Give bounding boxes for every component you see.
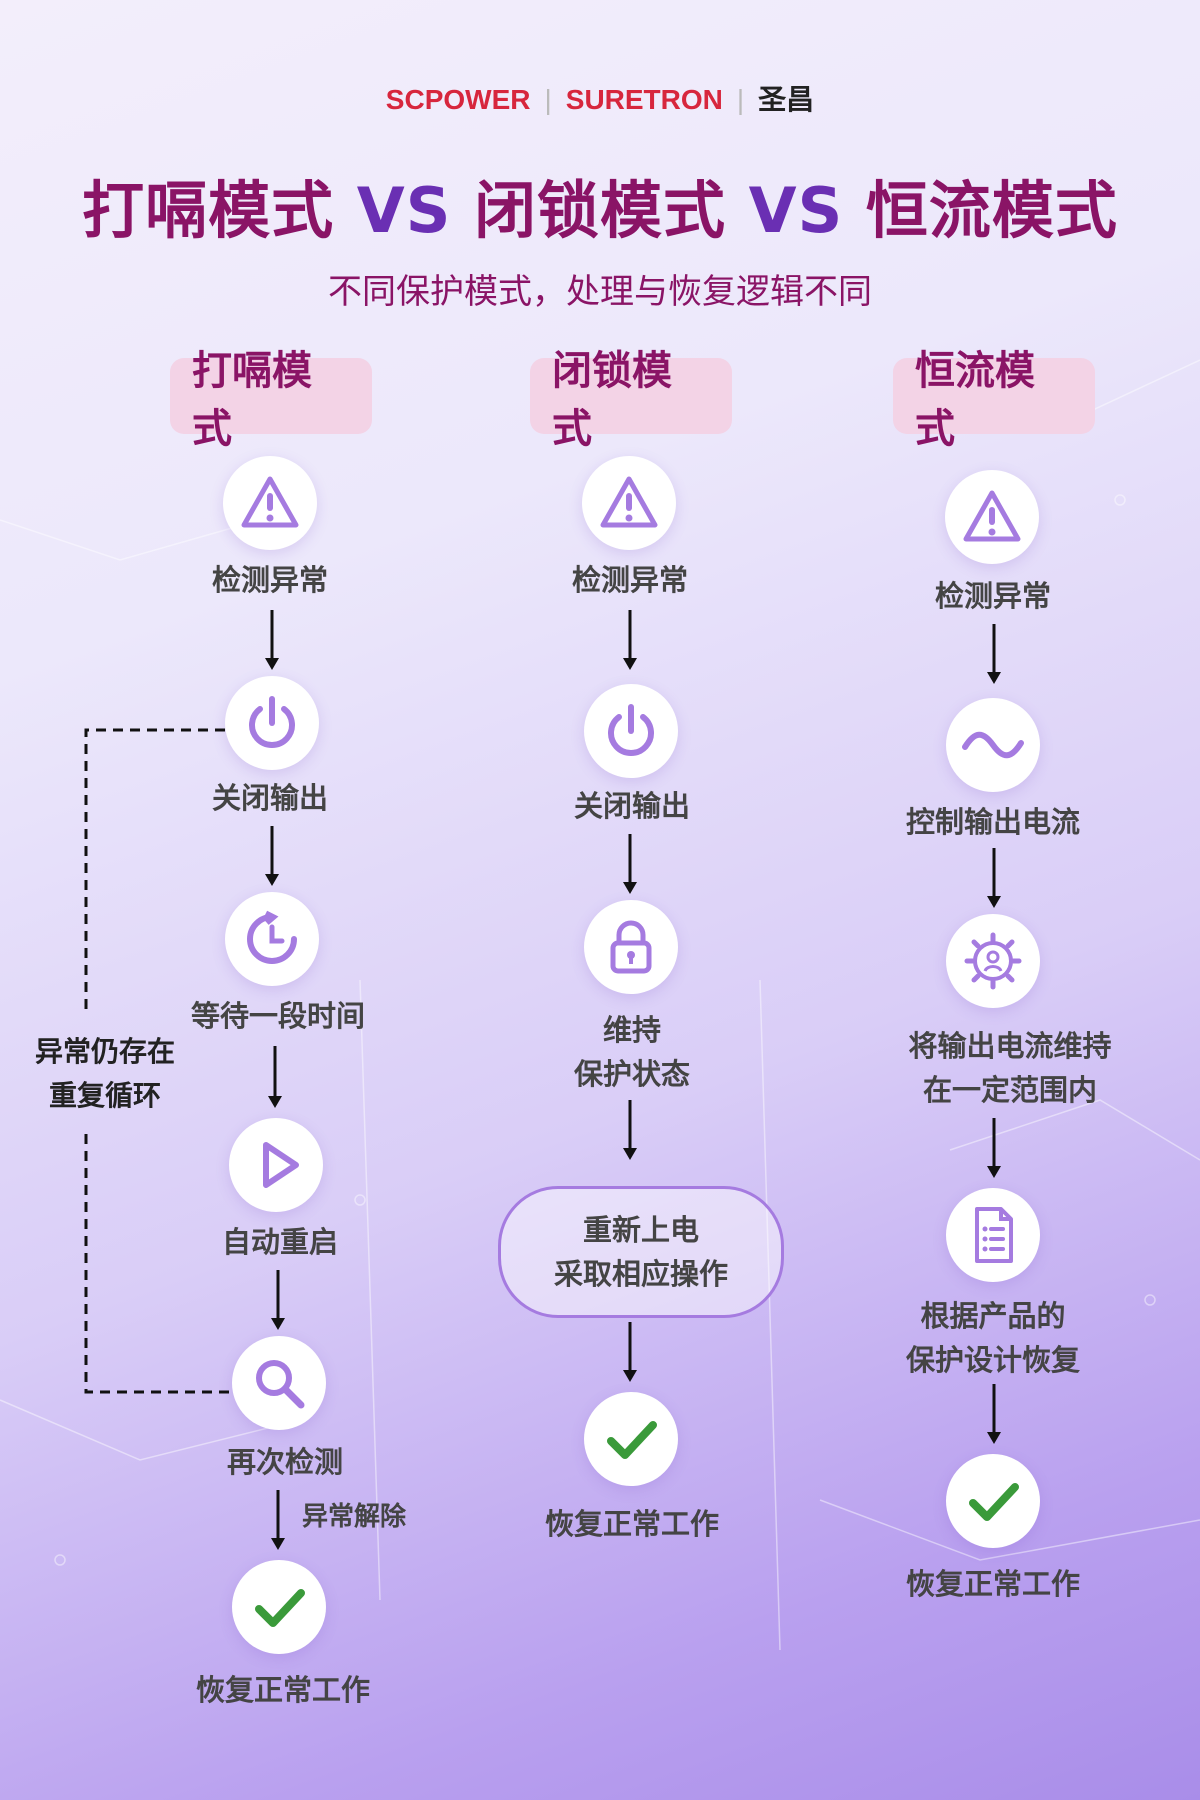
gear-icon	[946, 914, 1040, 1008]
step-label: 恢复正常工作	[544, 1507, 719, 1541]
step-label: 再次检测	[226, 1445, 343, 1479]
timer-icon	[225, 892, 319, 986]
flow-arrow	[987, 1118, 1001, 1178]
step-label: 检测异常	[211, 563, 328, 597]
flow-arrow	[623, 1100, 637, 1160]
flow-arrow	[987, 848, 1001, 908]
step-label: 控制输出电流	[905, 805, 1080, 839]
flow-arrow	[623, 834, 637, 894]
flow-arrow	[271, 1270, 285, 1330]
warning-icon	[945, 470, 1039, 564]
scpower-logo: SCPOWER	[385, 84, 531, 115]
warning-icon	[582, 456, 676, 550]
lock-icon	[584, 900, 678, 994]
step-label: 根据产品的	[920, 1299, 1066, 1333]
loop-dashed-line	[84, 728, 230, 1394]
step-label: 在一定范围内	[922, 1073, 1097, 1107]
flow-arrow	[271, 1490, 285, 1550]
step-label: 维持	[602, 1013, 661, 1047]
checkmark-icon	[232, 1560, 326, 1654]
warning-icon	[223, 456, 317, 550]
column-heading-hiccup: 打嗝模式	[170, 348, 372, 452]
step-label: 关闭输出	[211, 781, 328, 815]
step-label: 等待一段时间	[190, 999, 365, 1033]
flow-arrow	[265, 826, 279, 886]
checkmark-icon	[946, 1454, 1040, 1548]
flow-arrow	[987, 1384, 1001, 1444]
wave-icon	[946, 698, 1040, 792]
step-label: 恢复正常工作	[195, 1673, 370, 1707]
flow-arrow	[268, 1046, 282, 1108]
suretron-logo: SURETRON	[565, 84, 723, 115]
document-list-icon	[946, 1188, 1040, 1282]
resolve-label: 异常解除	[302, 1502, 407, 1532]
column-heading-latch: 闭锁模式	[530, 348, 732, 452]
step-label: 关闭输出	[573, 789, 690, 823]
step-label: 保护状态	[573, 1057, 690, 1091]
search-icon	[232, 1336, 326, 1430]
step-label: 恢复正常工作	[905, 1567, 1080, 1601]
step-label: 检测异常	[571, 563, 688, 597]
logo-separator: |	[736, 84, 745, 115]
page-subtitle: 不同保护模式，处理与恢复逻辑不同	[328, 272, 872, 312]
flow-arrow	[623, 1322, 637, 1382]
logo-separator: |	[544, 84, 552, 115]
loop-label: 异常仍存在 重复循环	[34, 1035, 175, 1112]
step-label: 自动重启	[221, 1225, 338, 1259]
flow-arrow	[987, 624, 1001, 684]
power-icon	[225, 676, 319, 770]
flow-arrow	[623, 610, 637, 670]
shengchang-logo: 圣昌	[758, 83, 815, 116]
column-heading-constant-current: 恒流模式	[893, 348, 1095, 452]
repower-box: 重新上电 采取相应操作	[498, 1186, 784, 1318]
checkmark-icon	[584, 1392, 678, 1486]
brand-logos: SCPOWER | SURETRON | 圣昌	[0, 78, 1200, 118]
power-icon	[584, 684, 678, 778]
flow-arrow	[265, 610, 279, 670]
page-title: 打嗝模式 VS 闭锁模式 VS 恒流模式	[82, 174, 1118, 247]
step-label: 检测异常	[934, 579, 1051, 613]
step-label: 保护设计恢复	[905, 1343, 1080, 1377]
step-label: 将输出电流维持	[908, 1029, 1112, 1063]
play-icon	[229, 1118, 323, 1212]
